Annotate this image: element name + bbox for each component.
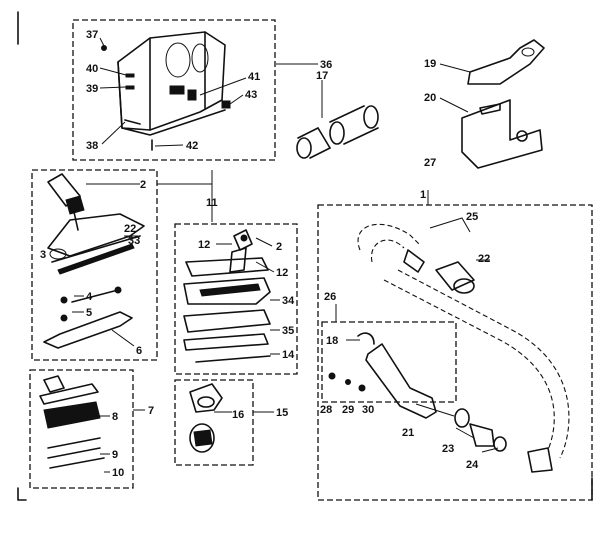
assembly-27-hose xyxy=(317,190,593,501)
label-39: 39 xyxy=(86,83,98,95)
label-6: 6 xyxy=(136,345,142,357)
label-24: 24 xyxy=(466,459,479,471)
label-7: 7 xyxy=(148,405,154,417)
group-box-26 xyxy=(321,321,457,403)
label-23: 23 xyxy=(442,443,454,455)
label-8: 8 xyxy=(112,411,118,423)
label-27: 27 xyxy=(424,157,436,169)
label-38: 38 xyxy=(86,140,98,152)
label-12-bottom: 12 xyxy=(276,267,288,279)
label-19: 19 xyxy=(424,58,436,70)
part-20-bracket xyxy=(439,97,543,169)
assembly-1-floor-nozzle xyxy=(31,169,213,361)
label-41: 41 xyxy=(248,71,260,83)
label-26: 26 xyxy=(324,291,336,303)
label-15: 15 xyxy=(276,407,288,419)
group-box-11 xyxy=(174,223,298,375)
label-5: 5 xyxy=(86,307,92,319)
assembly-36-housing xyxy=(72,19,318,161)
callout-labels: 37 40 39 38 36 41 43 42 17 19 20 27 1 2 … xyxy=(40,29,490,479)
label-11: 11 xyxy=(206,197,218,209)
group-box-1 xyxy=(31,169,158,361)
label-18: 18 xyxy=(326,335,338,347)
label-22-hose: 22 xyxy=(478,253,490,265)
label-30: 30 xyxy=(362,404,374,416)
label-37: 37 xyxy=(86,29,98,41)
label-43: 43 xyxy=(245,89,257,101)
part-17-wands xyxy=(296,80,379,159)
label-29: 29 xyxy=(342,404,354,416)
label-16: 16 xyxy=(232,409,244,421)
label-28: 28 xyxy=(320,404,332,416)
assembly-15-crevice xyxy=(174,379,274,466)
part-19-hanger xyxy=(439,39,545,85)
label-36: 36 xyxy=(320,59,332,71)
label-1: 1 xyxy=(420,189,426,201)
label-22-nozzle: 22 xyxy=(124,223,136,235)
assembly-11-tool xyxy=(174,223,298,375)
group-box-27 xyxy=(317,204,593,501)
label-35: 35 xyxy=(282,325,294,337)
label-3: 3 xyxy=(40,249,46,261)
label-33: 33 xyxy=(128,235,140,247)
label-4: 4 xyxy=(86,291,93,303)
assembly-7-brush xyxy=(29,369,145,489)
label-42: 42 xyxy=(186,140,198,152)
group-box-36 xyxy=(72,19,276,161)
label-21: 21 xyxy=(402,427,414,439)
label-2-nozzle: 2 xyxy=(140,179,146,191)
label-34: 34 xyxy=(282,295,295,307)
label-20: 20 xyxy=(424,92,436,104)
label-9: 9 xyxy=(112,449,118,461)
label-2-tool: 2 xyxy=(276,241,282,253)
label-10: 10 xyxy=(112,467,124,479)
label-40: 40 xyxy=(86,63,98,75)
group-box-15 xyxy=(174,379,254,466)
label-14: 14 xyxy=(282,349,295,361)
label-25: 25 xyxy=(466,211,478,223)
label-12-top: 12 xyxy=(198,239,210,251)
group-box-7 xyxy=(29,369,134,489)
label-17: 17 xyxy=(316,70,328,82)
